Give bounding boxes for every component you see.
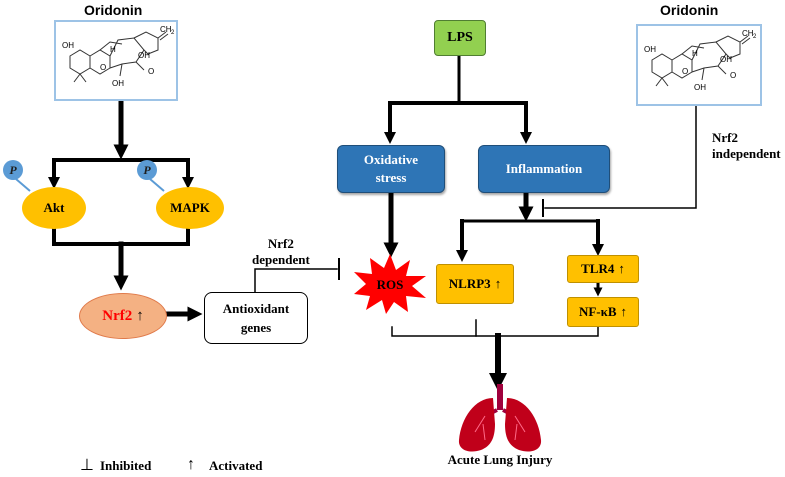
acute-lung-injury-label: Acute Lung Injury bbox=[447, 452, 553, 467]
antioxidant-line1: Antioxidant bbox=[222, 300, 290, 316]
nrf2-dependent-label: Nrf2 dependent bbox=[252, 236, 310, 267]
right-ch2: CH bbox=[742, 29, 754, 38]
tlr4-up-arrow: ↑ bbox=[618, 261, 625, 276]
tlr4-label: TLR4 bbox=[581, 261, 615, 276]
ros-node: ROS bbox=[354, 254, 426, 314]
left-ch2: CH bbox=[160, 25, 172, 34]
oxidative-stress-line1: Oxidative bbox=[363, 152, 419, 168]
left-ch2-sub: 2 bbox=[171, 30, 175, 36]
nlrp3-label: NLRP3 bbox=[448, 276, 491, 291]
lps-node: LPS bbox=[434, 20, 486, 56]
right-lung-shape bbox=[505, 398, 542, 452]
right-oh-bottom: OH bbox=[694, 83, 706, 92]
legend-inhibited-symbol: ⊥ bbox=[80, 457, 94, 474]
left-oh-mid: OH bbox=[138, 51, 150, 60]
lungs-icon bbox=[458, 384, 542, 452]
nfkb-label: NF-κB bbox=[578, 304, 617, 319]
legend-inhibited-label: Inhibited bbox=[100, 458, 152, 473]
trachea-shape bbox=[497, 384, 503, 410]
oxidative-stress-node: Oxidative stress bbox=[337, 145, 445, 193]
tlr4-node: TLR4 ↑ bbox=[567, 255, 639, 283]
nrf2-label: Nrf2 bbox=[102, 307, 133, 324]
akt-phospho-badge: P bbox=[3, 160, 23, 180]
nrf2-up-arrow: ↑ bbox=[136, 307, 144, 324]
akt-phospho-link bbox=[15, 178, 31, 192]
nrf2-node: Nrf2 ↑ bbox=[79, 293, 167, 339]
right-h: H bbox=[692, 49, 698, 58]
antioxidant-genes-node: Antioxidant genes bbox=[204, 292, 308, 344]
right-o-bridge: O bbox=[682, 67, 688, 76]
mapk-phospho-link bbox=[149, 178, 165, 192]
mapk-phospho-badge: P bbox=[137, 160, 157, 180]
bronchiole-lines bbox=[474, 415, 526, 441]
left-o-ketone: O bbox=[148, 67, 154, 76]
left-oh-bottom: OH bbox=[112, 79, 124, 88]
left-oh-top: OH bbox=[62, 41, 74, 50]
right-oridonin-structure: OH O OH O OH CH 2 H bbox=[636, 24, 762, 106]
right-molecule-drawing: OH O OH O OH CH 2 H bbox=[644, 29, 757, 92]
mapk-node: MAPK bbox=[156, 187, 224, 229]
inhibit-ros-line bbox=[254, 268, 338, 293]
nrf2-independent-line1: Nrf2 bbox=[712, 130, 738, 145]
nrf2-dependent-line2: dependent bbox=[252, 251, 310, 267]
left-h: H bbox=[110, 45, 116, 54]
nrf2-independent-line2: independent bbox=[712, 145, 781, 161]
inhibit-inflammation-line bbox=[544, 103, 697, 209]
ros-starburst bbox=[354, 254, 426, 314]
inflammation-node: Inflammation bbox=[478, 145, 610, 193]
nrf2-independent-label: Nrf2 independent bbox=[712, 130, 781, 161]
legend-activated-symbol: ↑ bbox=[187, 456, 195, 473]
oxidative-stress-line2: stress bbox=[375, 170, 407, 185]
right-ch2-sub: 2 bbox=[753, 34, 757, 40]
nlrp3-node: NLRP3 ↑ bbox=[436, 264, 514, 304]
akt-node: Akt bbox=[22, 187, 86, 229]
left-oridonin-structure: OH O OH O OH CH 2 H bbox=[54, 20, 178, 101]
left-compound-title: Oridonin bbox=[84, 2, 143, 18]
right-compound-title: Oridonin bbox=[660, 2, 719, 18]
left-molecule-drawing: OH O OH O OH CH 2 H bbox=[62, 25, 175, 88]
nfkb-node: NF-κB ↑ bbox=[567, 297, 639, 327]
left-o-bridge: O bbox=[100, 63, 106, 72]
left-lung-shape bbox=[458, 398, 495, 452]
nlrp3-up-arrow: ↑ bbox=[494, 276, 502, 291]
antioxidant-line2: genes bbox=[240, 320, 272, 335]
legend-activated-label: Activated bbox=[209, 458, 263, 473]
right-oh-top: OH bbox=[644, 45, 656, 54]
right-oh-mid: OH bbox=[720, 55, 732, 64]
ros-label: ROS bbox=[377, 277, 404, 292]
right-o-ketone: O bbox=[730, 71, 736, 80]
nrf2-dependent-line1: Nrf2 bbox=[267, 236, 294, 251]
nfkb-up-arrow: ↑ bbox=[620, 304, 628, 319]
